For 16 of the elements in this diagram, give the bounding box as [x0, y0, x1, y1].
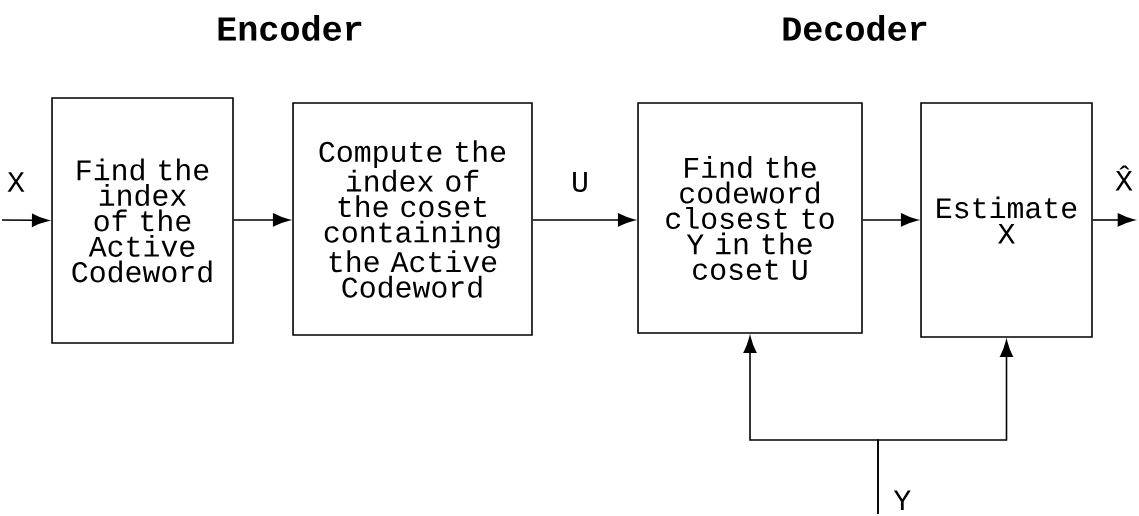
- arrow: [862, 213, 918, 227]
- arrow: [1092, 213, 1135, 227]
- input-label: Y: [893, 490, 911, 511]
- section-heading: Decoder: [783, 15, 927, 41]
- edge-label: U: [569, 170, 591, 194]
- process-box: Compute the index of the coset containing the Active Codeword: [292, 102, 533, 336]
- process-box: Find the codeword closest to Y in the coset U: [637, 102, 863, 334]
- section-heading: Encoder: [218, 15, 362, 41]
- process-box: Find the index of the Active Codeword: [51, 97, 234, 344]
- edge-label: X: [5, 170, 27, 194]
- process-box: Estimate X: [920, 102, 1093, 338]
- arrow: [532, 213, 635, 227]
- edge-label: X̂: [1113, 163, 1135, 193]
- arrow: [1, 213, 49, 227]
- arrow: [233, 213, 290, 227]
- arrow: [877, 340, 1013, 515]
